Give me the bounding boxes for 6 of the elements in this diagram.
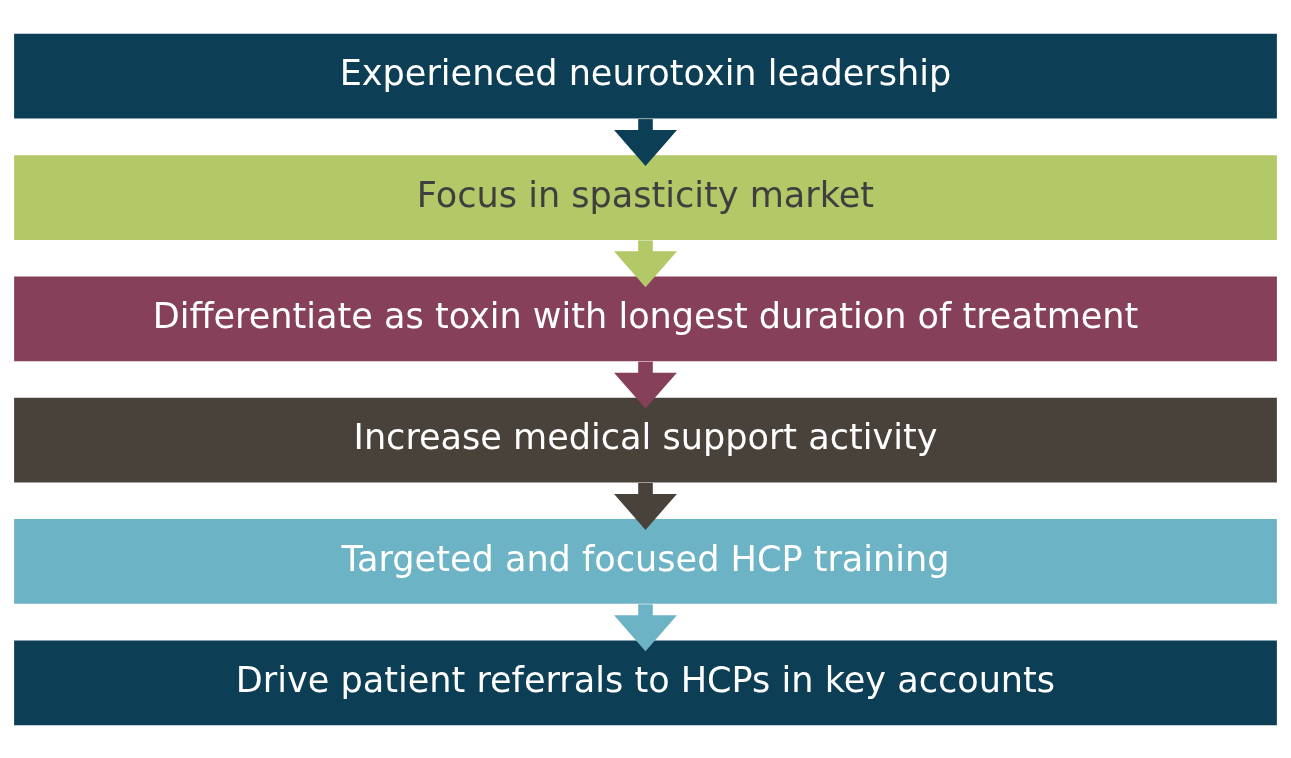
node-box: Differentiate as toxin with longest duration of treatment (14, 275, 1277, 361)
node-box: Experienced neurotoxin leadership (14, 33, 1277, 119)
node-box: Targeted and focused HCP training (14, 518, 1277, 604)
node-box: Increase medical support activity (14, 397, 1277, 483)
node-box: Drive patient referrals to HCPs in key accounts (14, 639, 1277, 725)
node-box: Focus in spasticity market (14, 154, 1277, 240)
